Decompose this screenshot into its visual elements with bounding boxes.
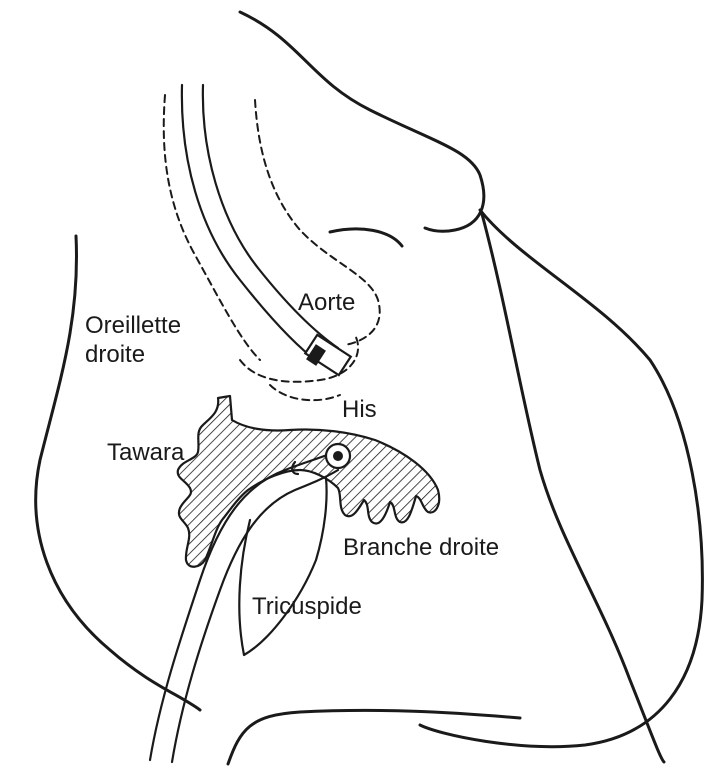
- heart-upper-contour: [240, 12, 484, 231]
- right-atrium-wall: [36, 236, 200, 710]
- upper-catheter-left-edge: [182, 85, 318, 362]
- label-aorte: Aorte: [298, 288, 355, 318]
- label-oreillette-line1: Oreillette: [85, 311, 181, 341]
- ventricle-floor: [228, 710, 520, 764]
- aorta-dashed-outline-4: [270, 385, 340, 400]
- label-tricuspide: Tricuspide: [252, 592, 362, 622]
- label-branche-droite: Branche droite: [343, 533, 499, 563]
- septum-line: [482, 214, 664, 762]
- label-his: His: [342, 395, 377, 425]
- label-tawara: Tawara: [107, 438, 184, 468]
- heart-upper-notch: [330, 229, 402, 246]
- tricuspid-valve: [239, 478, 326, 655]
- right-ventricle-outer-wall: [420, 210, 702, 747]
- upper-catheter-tip: [305, 335, 351, 375]
- label-oreillette-line2: droite: [85, 340, 145, 370]
